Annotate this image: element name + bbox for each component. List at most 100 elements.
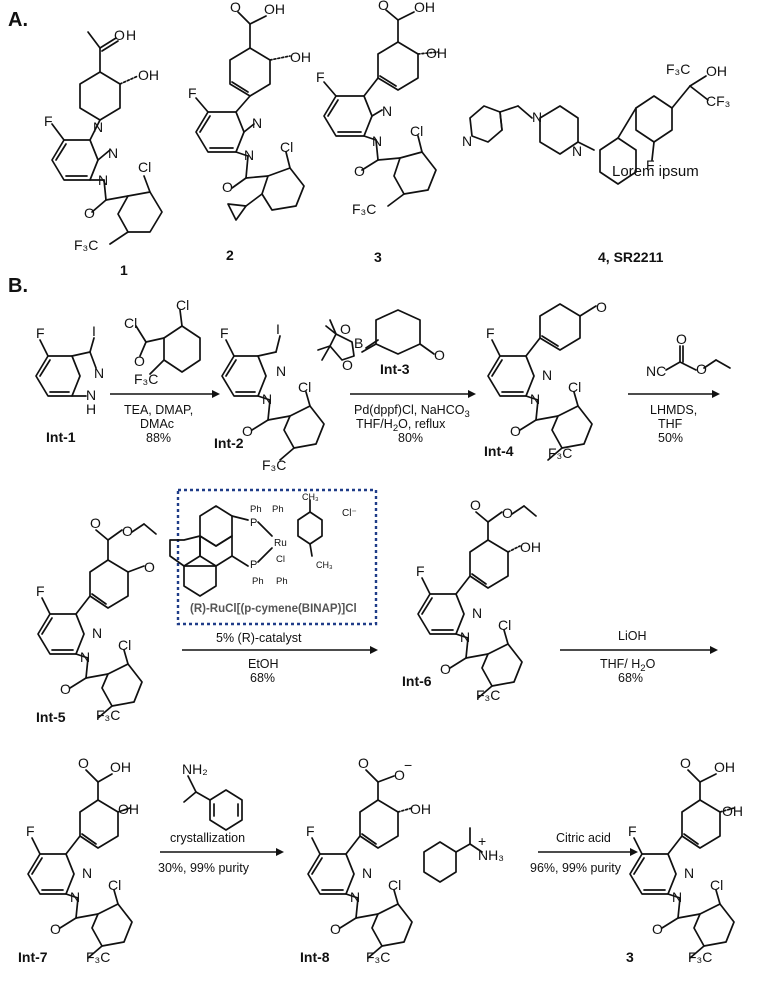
atom-cl: Cl: [176, 297, 189, 313]
atom-o: O: [330, 921, 341, 937]
step-4-condition: 5% (R)-catalyst: [216, 631, 302, 645]
atom-f: F: [220, 325, 229, 341]
atom-o: O: [114, 27, 125, 43]
atom-o: O: [78, 755, 89, 771]
catalyst-box: [176, 488, 378, 626]
arrowhead: [712, 390, 720, 398]
atom-o: O: [680, 755, 691, 771]
step-7-condition: 96%, 99% purity: [530, 861, 622, 875]
step-1-yield: 88%: [146, 431, 171, 445]
phenethylamine-reagent: [183, 775, 243, 831]
atom-f: F: [36, 583, 45, 599]
atom-i: I: [276, 321, 280, 337]
atom-o: O: [676, 331, 687, 347]
atom-ru: Ru: [274, 538, 287, 549]
atom-f: F: [628, 823, 637, 839]
atom-f: F: [486, 325, 495, 341]
atom-n: N: [462, 133, 472, 149]
atom-o: O: [378, 0, 389, 13]
atom-oh: OH: [414, 0, 435, 15]
atom-oh: OH: [410, 801, 431, 817]
int-1-label: Int-1: [46, 429, 76, 445]
compound-4-label: 4, SR2211: [598, 249, 664, 265]
catalyst-name: (R)-RuCl[(p-cymene(BINAP)]Cl: [190, 603, 357, 615]
acyl-chloride-reagent: [135, 309, 201, 375]
atom-o: O: [122, 523, 133, 539]
atom-n: N: [382, 103, 392, 119]
atom-n: N: [276, 363, 286, 379]
step-3-condition: THF: [658, 417, 683, 431]
catalyst-structure: [169, 499, 323, 597]
atom-o: O: [230, 0, 241, 15]
step-4-yield: 68%: [250, 671, 275, 685]
atom-oh: OH: [706, 63, 727, 79]
atom-oh: OH: [722, 803, 743, 819]
ethyl-cyanoformate-reagent: [665, 345, 731, 371]
int-7-structure: [27, 769, 133, 959]
section-a-label: A.: [8, 9, 28, 31]
int-3-structure: [317, 309, 435, 361]
step-1-condition: TEA, DMAP,: [124, 403, 193, 417]
int-3-label: Int-3: [380, 361, 410, 377]
atom-o: O: [354, 163, 365, 179]
int-1-structure: [35, 337, 97, 397]
atom-n: N: [372, 133, 382, 149]
final-compound-3-structure: [629, 769, 735, 959]
arrowhead: [370, 646, 378, 654]
compound-3-structure: [323, 9, 439, 207]
atom-oh: OH: [110, 759, 131, 775]
atom-cl: Cl: [498, 617, 511, 633]
atom-i: I: [92, 323, 96, 339]
atom-o: O: [696, 361, 707, 377]
atom-cf3: F₃C: [134, 371, 158, 387]
atom-o: O: [342, 357, 353, 373]
atom-n: N: [532, 109, 542, 125]
atom-f: F: [188, 85, 197, 101]
atom-n: N: [108, 145, 118, 161]
atom-cf3: F₃C: [86, 949, 110, 965]
atom-cf3: F₃C: [74, 237, 98, 253]
atom-b: B: [354, 335, 363, 351]
atom-n: N: [98, 172, 108, 188]
atom-ph: Ph: [252, 576, 264, 587]
atom-n: N: [244, 147, 254, 163]
atom-cl: Cl: [298, 379, 311, 395]
atom-n: N: [262, 391, 272, 407]
atom-cl: Cl: [710, 877, 723, 893]
atom-n: N: [572, 143, 582, 159]
atom-f: F: [306, 823, 315, 839]
atom-cl: Cl: [280, 139, 293, 155]
int-2-structure: [221, 335, 325, 461]
atom-o: O: [144, 559, 155, 575]
atom-f: F: [26, 823, 35, 839]
atom-cl: Cl: [108, 877, 121, 893]
atom-o: O: [502, 505, 513, 521]
atom-o: O: [50, 921, 61, 937]
atom-f: F: [316, 69, 325, 85]
atom-f: F: [416, 563, 425, 579]
atom-ph: Ph: [276, 576, 288, 587]
int-8-structure: [307, 769, 483, 959]
atom-n: N: [460, 629, 470, 645]
atom-o: O: [60, 681, 71, 697]
atom-n: N: [252, 115, 262, 131]
atom-cf3: F₃C: [548, 445, 572, 461]
atom-o: O: [434, 347, 445, 363]
compound-2-label: 2: [226, 247, 234, 263]
int-7-label: Int-7: [18, 949, 48, 965]
arrowhead: [276, 848, 284, 856]
atom-n: N: [80, 649, 90, 665]
atom-nc: NC: [646, 363, 666, 379]
atom-cl-minus: Cl⁻: [342, 508, 357, 519]
atom-cf3: F₃C: [688, 949, 712, 965]
atom-n: N: [93, 119, 103, 135]
atom-n: N: [684, 865, 694, 881]
atom-h: H: [86, 401, 96, 417]
atom-cl: Cl: [276, 554, 285, 565]
arrowhead: [630, 848, 638, 856]
int-2-label: Int-2: [214, 435, 244, 451]
step-5-condition: THF/ H2O: [600, 657, 656, 674]
atom-f: F: [36, 325, 45, 341]
atom-cf3: CF₃: [706, 93, 730, 109]
atom-oh: OH: [290, 49, 311, 65]
